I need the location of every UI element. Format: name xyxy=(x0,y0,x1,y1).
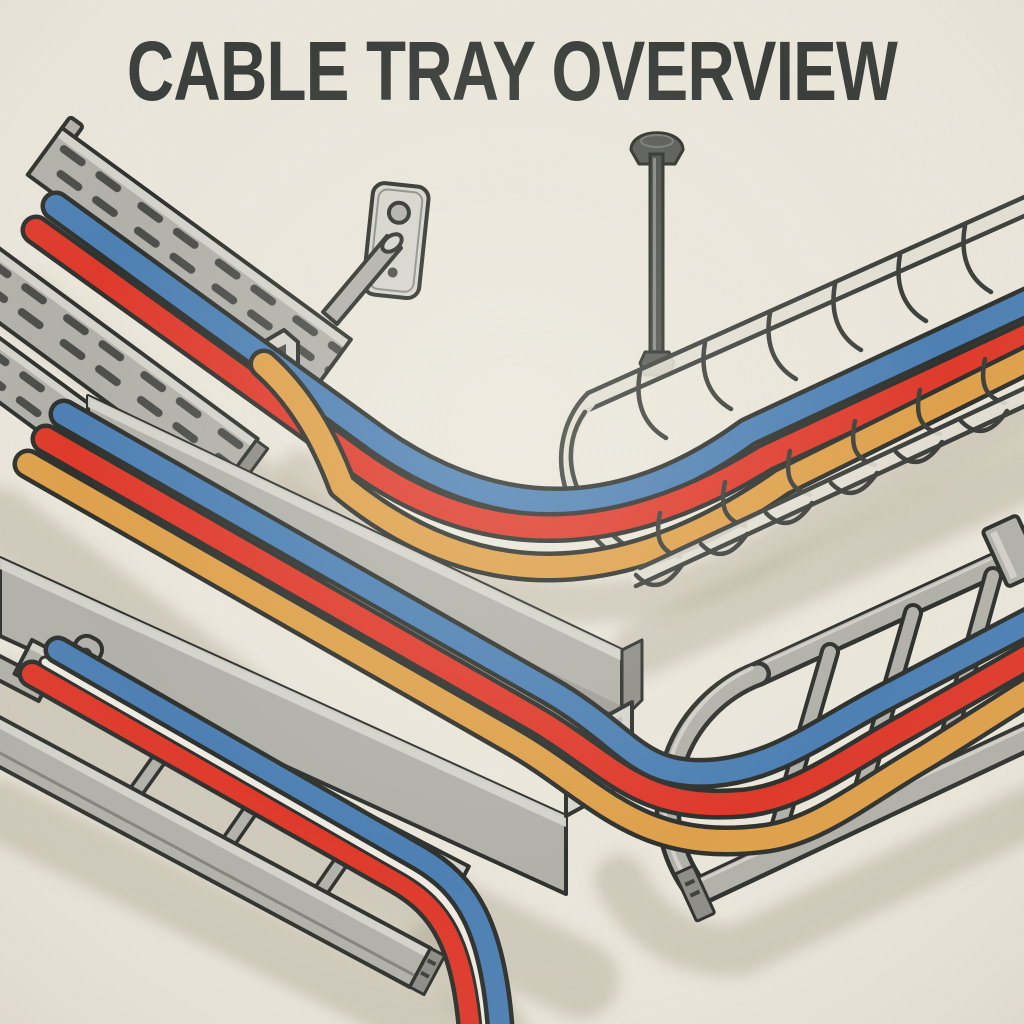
cable-tray-illustration: CABLE TRAY OVERVIEW xyxy=(0,0,1024,1024)
paper-grain-overlay xyxy=(0,0,1024,1024)
illustration-canvas: CABLE TRAY OVERVIEW xyxy=(0,0,1024,1024)
